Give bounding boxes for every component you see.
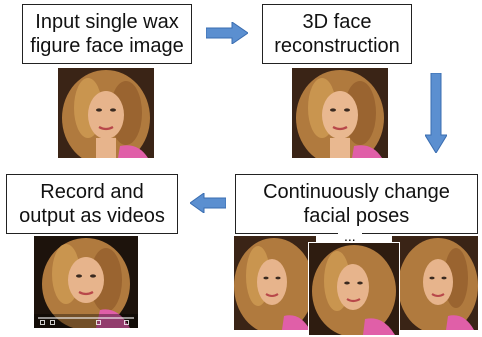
step-reconstruct-box: 3D face reconstruction xyxy=(262,4,412,64)
output-video-frame xyxy=(34,236,138,328)
play-icon xyxy=(40,320,45,325)
step-change-box: Continuously change facial poses xyxy=(235,174,478,234)
pose-image-right xyxy=(392,236,478,330)
step-change-line1: Continuously change xyxy=(263,181,450,203)
step-input-line2: figure face image xyxy=(30,35,184,57)
step-change-line2: facial poses xyxy=(303,205,410,227)
input-face-image xyxy=(58,68,154,158)
step-reconstruct-line2: reconstruction xyxy=(274,35,400,57)
step-reconstruct-line1: 3D face xyxy=(302,11,372,33)
more-poses-ellipsis: ... xyxy=(338,229,362,243)
step-record-box: Record and output as videos xyxy=(6,174,178,234)
fullscreen-icon xyxy=(124,320,129,325)
video-progress-bar xyxy=(38,317,134,319)
video-controls xyxy=(34,314,138,328)
step-record-line2: output as videos xyxy=(19,205,165,227)
arrow-left-icon xyxy=(190,193,226,213)
step-record-line1: Record and xyxy=(40,181,144,203)
step-input-line1: Input single wax xyxy=(35,11,179,33)
pose-image-center xyxy=(308,242,400,336)
step-input-box: Input single wax figure face image xyxy=(22,4,192,64)
arrow-right-icon xyxy=(206,22,248,44)
arrow-down-icon xyxy=(425,73,447,153)
pose-image-left xyxy=(234,236,316,330)
settings-icon xyxy=(96,320,101,325)
reconstructed-face-image xyxy=(292,68,388,158)
volume-icon xyxy=(50,320,55,325)
